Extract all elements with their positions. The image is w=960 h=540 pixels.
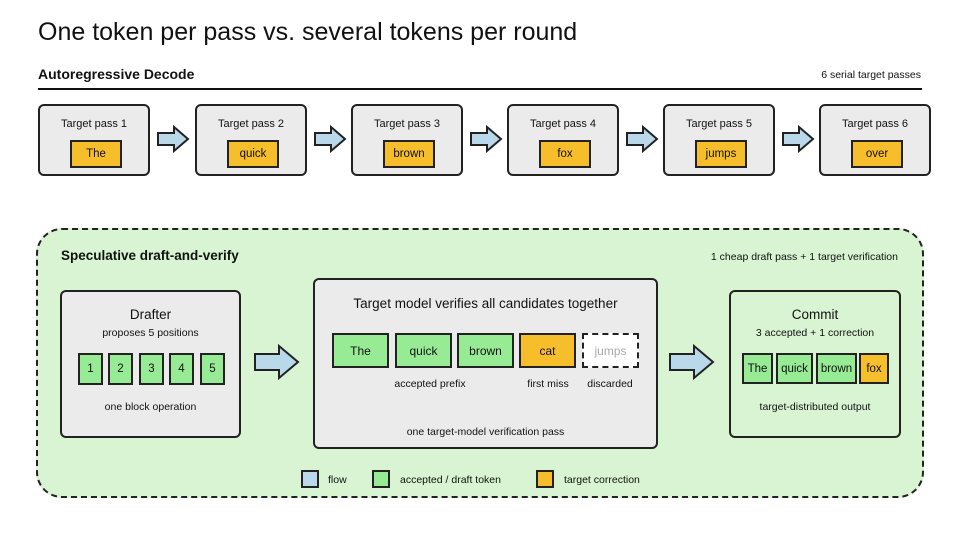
legend-accepted-swatch: [372, 470, 390, 488]
flow-arrow-icon: [470, 124, 503, 154]
output-token: fox: [539, 140, 591, 168]
flow-arrow-icon: [782, 124, 815, 154]
drafter-subtitle: proposes 5 positions: [102, 327, 199, 339]
output-token: over: [851, 140, 903, 168]
speculative-note: 1 cheap draft pass + 1 target verificati…: [710, 251, 898, 263]
output-token: quick: [227, 140, 279, 168]
commit-caption: target-distributed output: [759, 401, 871, 413]
target-pass-2: Target pass 2 quick: [195, 104, 307, 176]
committed-token: brown: [816, 353, 857, 384]
section-divider: [38, 88, 922, 90]
page-title: One token per pass vs. several tokens pe…: [38, 18, 578, 46]
candidate-token: brown: [457, 333, 514, 368]
drafter-title: Drafter: [129, 307, 172, 322]
candidate-token: The: [332, 333, 389, 368]
flow-arrow-icon: [157, 124, 190, 154]
speculative-heading: Speculative draft-and-verify: [61, 248, 239, 263]
discarded-label: discarded: [587, 378, 633, 390]
verifier-card: Target model verifies all candidates tog…: [313, 278, 658, 449]
first-miss-label: first miss: [527, 378, 569, 390]
drafter-card: Drafter proposes 5 positions 1 2 3 4 5 o…: [60, 290, 241, 438]
target-pass-3: Target pass 3 brown: [351, 104, 463, 176]
legend-correction-swatch: [536, 470, 554, 488]
autoregressive-heading: Autoregressive Decode: [38, 66, 195, 82]
target-pass-5: Target pass 5 jumps: [663, 104, 775, 176]
draft-slot: 2: [108, 353, 133, 385]
flow-arrow-icon: [314, 124, 347, 154]
draft-slot: 5: [200, 353, 225, 385]
target-pass-label: Target pass 4: [529, 118, 597, 130]
legend-correction-label: target correction: [564, 474, 640, 486]
draft-slot: 3: [139, 353, 164, 385]
verifier-caption: one target-model verification pass: [406, 426, 565, 438]
output-token: jumps: [695, 140, 747, 168]
committed-token: quick: [776, 353, 813, 384]
accepted-prefix-label: accepted prefix: [394, 378, 466, 390]
target-pass-6: Target pass 6 over: [819, 104, 931, 176]
flow-arrow-icon: [626, 124, 659, 154]
target-pass-1: Target pass 1 The: [38, 104, 150, 176]
autoregressive-note: 6 serial target passes: [821, 69, 921, 81]
discarded-token: jumps: [582, 333, 639, 368]
draft-slot: 1: [78, 353, 103, 385]
target-pass-label: Target pass 5: [685, 118, 753, 130]
target-pass-label: Target pass 3: [373, 118, 441, 130]
first-miss-token: cat: [519, 333, 576, 368]
target-pass-label: Target pass 2: [217, 118, 285, 130]
commit-subtitle: 3 accepted + 1 correction: [755, 327, 875, 339]
target-pass-label: Target pass 1: [60, 118, 128, 130]
target-pass-label: Target pass 6: [841, 118, 909, 130]
candidate-token: quick: [395, 333, 452, 368]
draft-slot: 4: [169, 353, 194, 385]
target-pass-4: Target pass 4 fox: [507, 104, 619, 176]
correction-token: fox: [859, 353, 889, 384]
commit-card: Commit 3 accepted + 1 correction The qui…: [729, 290, 901, 438]
commit-title: Commit: [791, 307, 839, 322]
verifier-title: Target model verifies all candidates tog…: [353, 296, 618, 311]
output-token: brown: [383, 140, 435, 168]
legend-accepted-label: accepted / draft token: [400, 474, 501, 486]
output-token: The: [70, 140, 122, 168]
committed-token: The: [742, 353, 773, 384]
legend-flow-swatch: [301, 470, 319, 488]
legend-flow-label: flow: [328, 474, 347, 486]
drafter-caption: one block operation: [104, 401, 197, 413]
